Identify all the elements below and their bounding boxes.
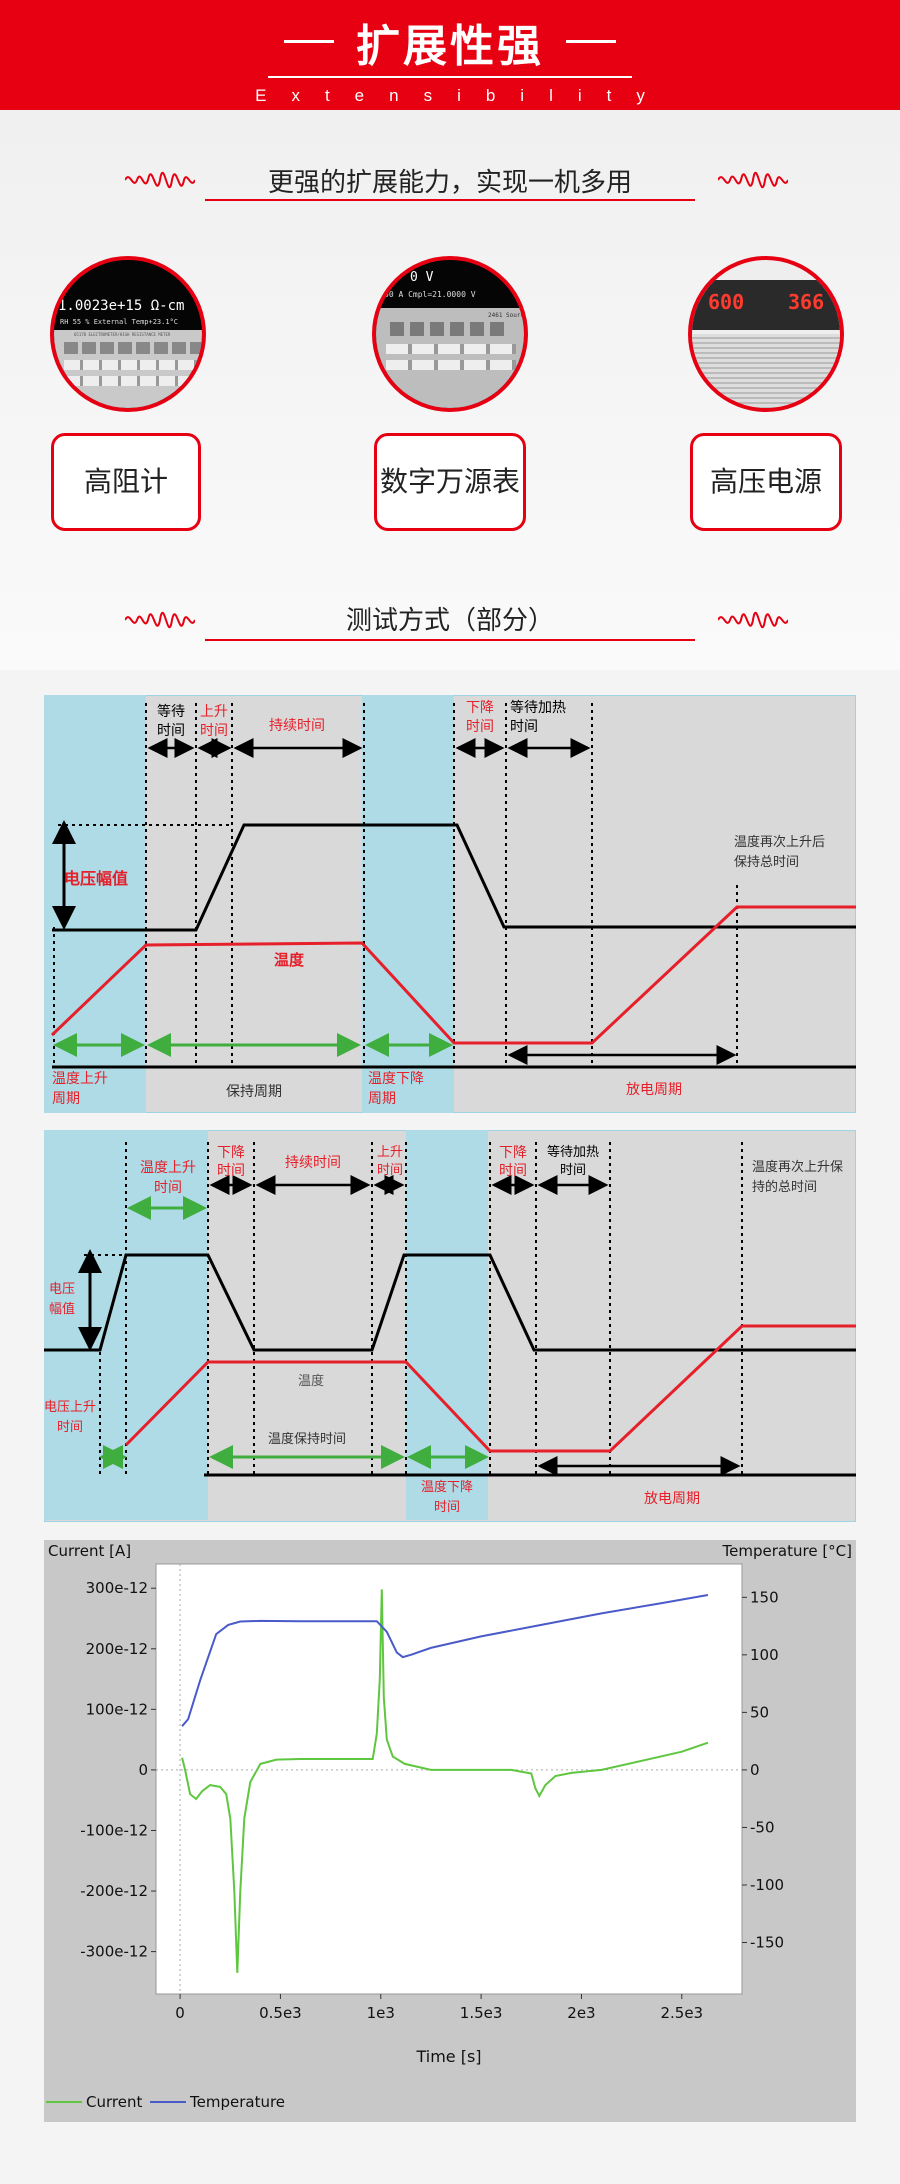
- y2-tick-label: -100: [750, 1876, 784, 1894]
- label-voltage-amplitude: 电压幅值: [64, 869, 129, 888]
- x-tick-label: 0.5e3: [259, 2004, 302, 2022]
- device-photo-electrometer: 1.0023e+15 Ω-cm RH 55 % External Temp+23…: [50, 256, 206, 412]
- wave-left-icon: [125, 171, 195, 189]
- label-temp-fall-time: 温度下降时间: [420, 1480, 473, 1515]
- legend-label-temperature: Temperature: [189, 2093, 285, 2111]
- device-screen-text: 1.0023e+15 Ω-cm: [58, 298, 185, 314]
- label-period-fall: 温度下降周期: [368, 1071, 424, 1107]
- device-label-electrometer: 高阻计: [51, 433, 201, 531]
- device-panel-label: 6517B ELECTROMETER/HIGH RESISTANCE METER: [74, 332, 171, 337]
- device-screen-text: 0 V: [410, 270, 434, 285]
- label-period-hold: 保持周期: [226, 1084, 282, 1100]
- y-tick-label: -300e-12: [80, 1943, 148, 1961]
- label-wait-heat: 等待加热时间: [546, 1145, 599, 1178]
- chart-svg: 300e-12 200e-12 100e-12 0 -100e-12 -200e-12 -3…: [46, 1542, 852, 2111]
- y2-tick-label: 100: [750, 1646, 779, 1664]
- x-tick-label: 2.5e3: [660, 2004, 703, 2022]
- label-period-discharge: 放电周期: [626, 1082, 682, 1098]
- y-tick-label: 0: [138, 1761, 148, 1779]
- x-tick-label: 2e3: [567, 2004, 595, 2022]
- label-fall-time: 下降时间: [217, 1145, 245, 1179]
- device-screen-subtext: RH 55 % External Temp+23.1°C: [60, 318, 179, 326]
- label-period-rise: 温度上升周期: [52, 1071, 108, 1107]
- label-retemp-hold: 温度再次上升后保持总时间: [734, 835, 826, 870]
- section-heading-test-modes: 测试方式（部分）: [0, 590, 900, 660]
- label-wait-time: 等待时间: [157, 704, 185, 739]
- label-hold-time: 持续时间: [269, 718, 325, 734]
- y2-tick-label: -150: [750, 1934, 784, 1952]
- y-tick-label: 200e-12: [86, 1640, 148, 1658]
- x-tick-label: 1.5e3: [460, 2004, 503, 2022]
- wave-right-icon: [718, 611, 788, 629]
- section-heading-extensibility: 更强的扩展能力，实现一机多用: [0, 150, 900, 220]
- device-photo-hv-supply: 600 366: [688, 256, 844, 412]
- voltage-trace: [44, 1253, 856, 1352]
- legend-label-current: Current: [86, 2093, 142, 2111]
- x-tick-label: 0: [175, 2004, 185, 2022]
- header-dash-right: [566, 40, 616, 43]
- header-rule: [268, 76, 632, 78]
- header-dash-left: [284, 40, 334, 43]
- test-mode-diagram-2: 温度上升时间 下降时间 持续时间 上升时间 下降时间 等待加热时间 温度再次上升…: [44, 1130, 856, 1522]
- y-tick-label: 300e-12: [86, 1579, 148, 1597]
- label-hold-time: 持续时间: [285, 1155, 341, 1171]
- label-period-discharge: 放电周期: [644, 1491, 700, 1507]
- label-wait-heat: 等待加热时间: [510, 700, 566, 735]
- label-temp-hold-time: 温度保持时间: [267, 1432, 346, 1447]
- y2-axis-label: Temperature [°C]: [722, 1542, 852, 1560]
- y-axis-label: Current [A]: [48, 1542, 131, 1560]
- device-screen-subtext: 366: [788, 290, 825, 314]
- label-temp-rise-time: 温度上升时间: [140, 1160, 196, 1196]
- section-underline: [205, 639, 695, 641]
- series-line-temperature: [181, 1594, 709, 1727]
- label-temperature: 温度: [298, 1374, 325, 1389]
- header-title: 扩展性强: [356, 21, 544, 72]
- label-retemp-hold: 温度再次上升保持的总时间: [752, 1160, 844, 1195]
- temperature-trace: [50, 905, 856, 1045]
- page-header: 扩展性强 Extensibility: [0, 0, 900, 110]
- section-underline: [205, 199, 695, 201]
- device-screen-subtext: 00 A Cmpl=21.0000 V: [384, 290, 476, 299]
- label-rise-time: 上升时间: [376, 1145, 403, 1178]
- label-fall-time-2: 下降时间: [499, 1145, 527, 1179]
- device-label-hv-supply: 高压电源: [690, 433, 842, 531]
- section-title: 更强的扩展能力，实现一机多用: [267, 168, 632, 198]
- test-mode-diagram-1: 等待时间 上升时间 持续时间 下降时间 等待加热时间 电压幅值 温度 温度再次上…: [44, 695, 856, 1113]
- y-tick-label: 100e-12: [86, 1700, 148, 1718]
- header-subtitle: Extensibility: [255, 86, 670, 105]
- y2-tick-label: 150: [750, 1588, 779, 1606]
- y2-tick-label: 0: [750, 1761, 760, 1779]
- y2-tick-label: 50: [750, 1703, 769, 1721]
- label-fall-time: 下降时间: [466, 700, 494, 735]
- temperature-trace: [124, 1324, 856, 1453]
- label-temperature: 温度: [274, 951, 305, 969]
- y2-tick-label: -50: [750, 1818, 775, 1836]
- series-line-current: [181, 1589, 709, 1973]
- voltage-trace: [52, 823, 856, 932]
- y-tick-label: -200e-12: [80, 1882, 148, 1900]
- label-voltage-amplitude: 电压幅值: [48, 1282, 75, 1317]
- label-voltage-rise-time: 电压上升时间: [44, 1400, 97, 1435]
- plot-area: [155, 1563, 743, 1995]
- current-temperature-chart: 300e-12 200e-12 100e-12 0 -100e-12 -200e-12 -3…: [44, 1540, 856, 2122]
- device-photo-sourcemeter: 0 V 00 A Cmpl=21.0000 V 2461 Source: [372, 256, 528, 412]
- device-screen-text: 600: [708, 290, 745, 314]
- wave-left-icon: [125, 611, 195, 629]
- label-rise-time: 上升时间: [200, 704, 228, 739]
- divider-lines: [53, 703, 738, 1067]
- x-tick-label: 1e3: [367, 2004, 395, 2022]
- x-axis-label: Time [s]: [415, 2047, 481, 2066]
- y-tick-label: -100e-12: [80, 1821, 148, 1839]
- device-label-sourcemeter: 数字万源表: [374, 433, 526, 531]
- wave-right-icon: [718, 171, 788, 189]
- device-panel-label: 2461 Source: [488, 312, 528, 319]
- section-title: 测试方式（部分）: [345, 606, 554, 636]
